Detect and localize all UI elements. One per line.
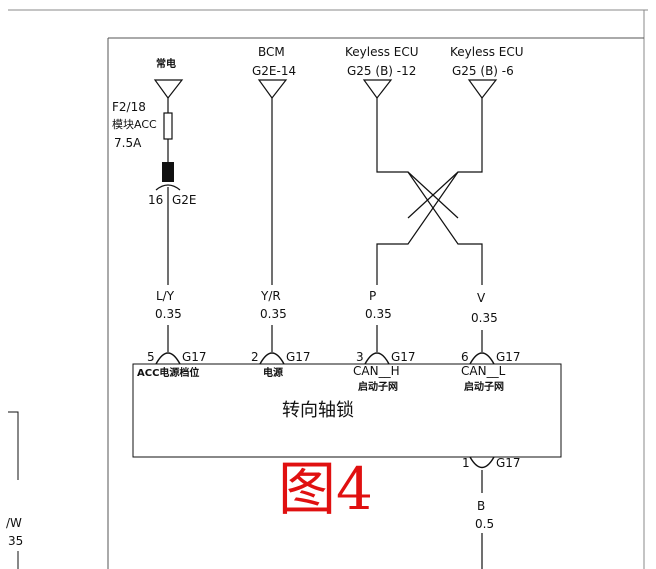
wire2-color-label: Y/R [261, 289, 281, 303]
ground-wire-color-label: B [477, 499, 486, 513]
bcm-pin-label: G2E-14 [252, 64, 297, 78]
pin5-num: 5 [147, 350, 155, 364]
pin3-function-label: 启动子网 [358, 382, 398, 393]
wire1-gauge-label: 0.35 [155, 307, 182, 321]
ground-wire-gauge-label: 0.5 [475, 517, 495, 531]
keyless2-connector-symbol [467, 79, 498, 100]
wire4-gauge-label: 0.35 [471, 311, 498, 325]
pin6-connector-label: G17 [496, 350, 521, 364]
wire3-color-label: P [369, 289, 377, 303]
keyless2-label: Keyless ECU [450, 45, 524, 59]
keyless2-pin-label: G25 (B) -6 [452, 64, 514, 78]
left-partial-gauge-label: 35 [8, 534, 24, 548]
pin6-signal-label: CAN__L [461, 364, 506, 378]
pin2-function-label: 电源 [263, 368, 283, 379]
wire4-color-label: V [477, 291, 486, 305]
pin2-num: 2 [251, 350, 259, 364]
fuse-id-label: F2/18 [112, 100, 146, 114]
pin5-function-label: ACC电源档位 [137, 368, 200, 379]
fuse-rating-label: 7.5A [114, 136, 142, 150]
g2e-pin-label: 16 [148, 193, 164, 207]
g2e-connector-arc [155, 184, 181, 191]
bcm-label: BCM [258, 45, 285, 59]
keyless1-pin-label: G25 (B) -12 [347, 64, 417, 78]
pin2-connector-label: G17 [286, 350, 311, 364]
inline-connector-block [162, 162, 174, 182]
ground-connector-label: G17 [496, 456, 521, 470]
figure-label: 图4 [278, 455, 373, 523]
pin6-num: 6 [461, 350, 469, 364]
pin5-connector-label: G17 [182, 350, 207, 364]
pin6-function-label: 启动子网 [464, 382, 504, 393]
left-partial-color-label: /W [6, 516, 22, 530]
pin2-connector-arc [259, 352, 285, 365]
ground-pin-num: 1 [462, 456, 470, 470]
left-partial-frame [8, 411, 19, 480]
pin3-signal-label: CAN__H [353, 364, 400, 378]
pin5-connector-arc [155, 352, 181, 365]
pin3-connector-label: G17 [391, 350, 416, 364]
pin3-connector-arc [364, 352, 390, 365]
wire3-gauge-label: 0.35 [365, 307, 392, 321]
g2e-name-label: G2E [172, 193, 197, 207]
pin6-connector-arc [469, 352, 495, 365]
wire2-gauge-label: 0.35 [260, 307, 287, 321]
bcm-connector-symbol [257, 79, 288, 100]
keyless1-connector-symbol [362, 79, 393, 100]
module-title: 转向轴锁 [282, 400, 354, 421]
ground-connector-arc [469, 456, 495, 469]
can-twist-right [432, 194, 459, 219]
can-twist-left [407, 194, 434, 219]
can-l-wire [376, 98, 483, 285]
keyless1-label: Keyless ECU [345, 45, 419, 59]
wire1-color-label: L/Y [156, 289, 175, 303]
steering-lock-module-box [132, 363, 562, 458]
power-connector-symbol [153, 79, 184, 100]
power-label: 常电 [156, 59, 176, 70]
pin3-num: 3 [356, 350, 364, 364]
fuse-symbol [163, 112, 173, 140]
fuse-name-label: 模块ACC [112, 118, 157, 131]
